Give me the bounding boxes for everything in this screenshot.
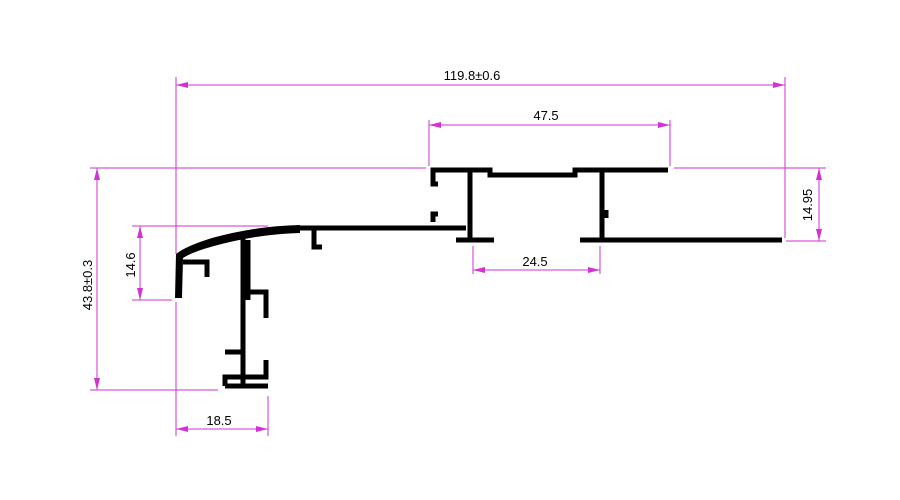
dim-label-overall-width: 119.8±0.6 <box>444 68 501 83</box>
extension-lines <box>90 77 826 436</box>
profile-top-flange <box>430 167 668 187</box>
profile-arm-lip <box>311 228 322 250</box>
dim-label-upper-width: 47.5 <box>533 108 558 123</box>
profile-leg-foot <box>222 360 269 386</box>
aluminium-profile <box>175 167 782 389</box>
profile-leg-tab-upper <box>243 289 269 318</box>
dim-bottom-width: 18.5 <box>176 413 268 432</box>
dim-label-lower-gap: 24.5 <box>522 254 547 269</box>
dim-label-right-height: 14.95 <box>800 189 815 222</box>
profile-nose-hook <box>183 259 210 277</box>
dim-upper-width: 47.5 <box>429 108 670 128</box>
dim-label-left-height: 14.6 <box>123 252 138 277</box>
dim-right-height: 14.95 <box>800 168 822 241</box>
dim-label-bottom-width: 18.5 <box>206 413 231 428</box>
dim-label-overall-height: 43.8±0.3 <box>80 260 95 311</box>
profile-top-hook <box>430 211 438 222</box>
dim-overall-width: 119.8±0.6 <box>176 68 785 88</box>
profile-curved-nose <box>175 225 300 298</box>
dim-overall-height: 43.8±0.3 <box>80 168 100 390</box>
dim-lower-gap: 24.5 <box>473 254 600 273</box>
dim-left-height: 14.6 <box>123 226 143 300</box>
